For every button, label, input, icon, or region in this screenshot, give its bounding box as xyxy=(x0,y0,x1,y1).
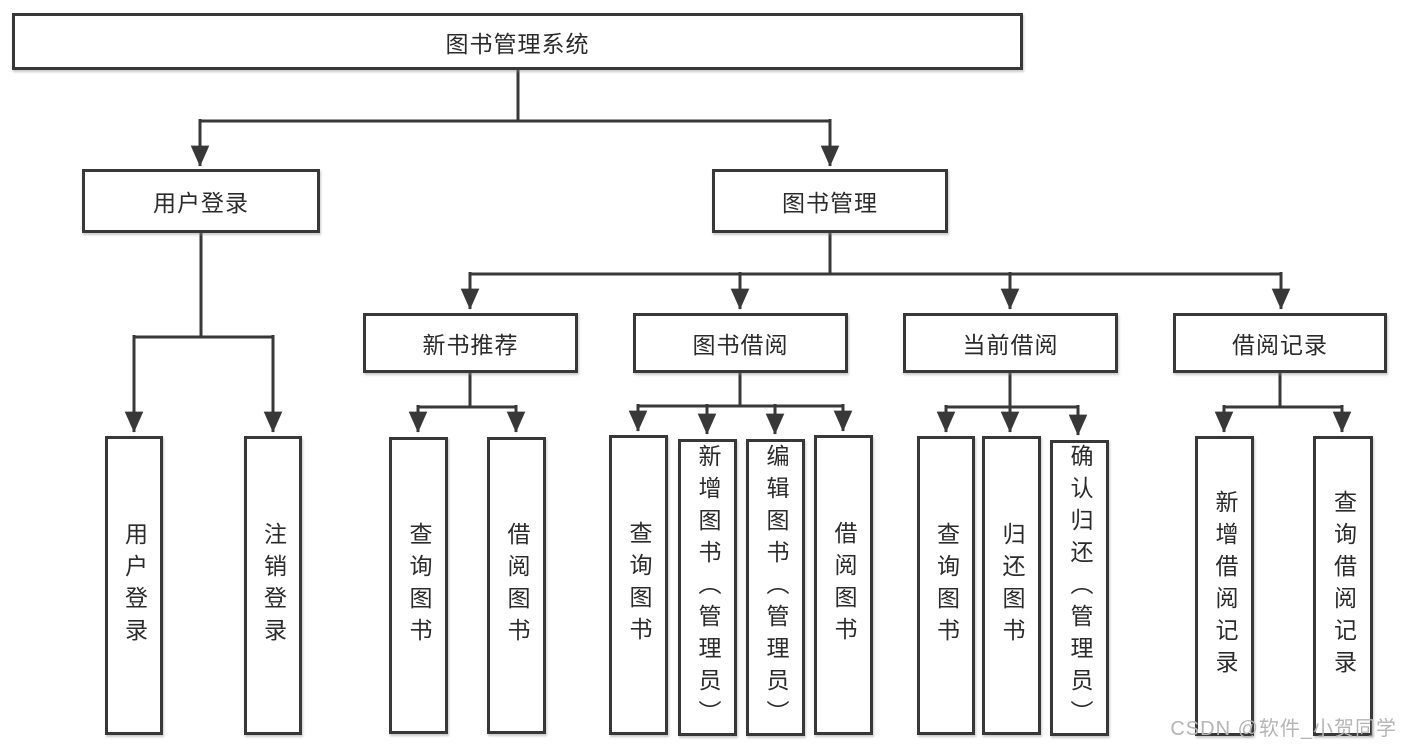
leaf-add-borrow-record: 新增借阅记录 xyxy=(1195,436,1254,736)
node-current-borrowing: 当前借阅 xyxy=(903,313,1118,373)
leaf-add-books-admin: 新增图书（管理员） xyxy=(678,439,737,736)
node-label: 借阅记录 xyxy=(1232,332,1328,358)
node-label: 用户登录 xyxy=(153,190,249,216)
node-book-borrowing: 图书借阅 xyxy=(633,313,848,373)
leaf-query-books-recommend: 查询图书 xyxy=(389,437,448,734)
node-library-management-system: 图书管理系统 xyxy=(12,13,1023,70)
node-label: 新增借阅记录 xyxy=(1212,490,1238,682)
node-label: 新增图书（管理员） xyxy=(695,443,721,732)
leaf-edit-books-admin: 编辑图书（管理员） xyxy=(746,439,805,736)
node-label: 查询图书 xyxy=(626,521,652,649)
leaf-logout: 注销登录 xyxy=(244,436,302,735)
leaf-query-books-current: 查询图书 xyxy=(917,436,975,735)
node-label: 图书管理 xyxy=(782,190,878,216)
node-label: 编辑图书（管理员） xyxy=(763,443,789,732)
node-label: 查询图书 xyxy=(933,521,960,650)
node-label: 新书推荐 xyxy=(422,332,519,358)
leaf-borrow-books: 借阅图书 xyxy=(814,435,873,735)
node-label: 借阅图书 xyxy=(504,521,530,650)
node-label: 归还图书 xyxy=(999,521,1025,650)
node-book-management: 图书管理 xyxy=(712,169,948,233)
leaf-confirm-return-admin: 确认归还（管理员） xyxy=(1050,440,1109,736)
node-label: 查询借阅记录 xyxy=(1330,490,1357,682)
node-new-book-recommendation: 新书推荐 xyxy=(363,313,578,373)
node-label: 查询图书 xyxy=(406,521,432,650)
node-label: 用户登录 xyxy=(121,521,148,650)
node-label: 确认归还（管理员） xyxy=(1067,444,1093,732)
node-label: 图书借阅 xyxy=(692,332,789,358)
node-user-login: 用户登录 xyxy=(82,169,320,233)
node-borrowing-records: 借阅记录 xyxy=(1173,313,1387,373)
node-label: 借阅图书 xyxy=(831,521,857,649)
csdn-watermark: CSDN @软件_小贺同学 xyxy=(1170,718,1397,740)
node-label: 图书管理系统 xyxy=(445,30,590,57)
leaf-query-books-borrow: 查询图书 xyxy=(609,435,668,735)
node-label: 注销登录 xyxy=(260,521,287,650)
node-label: 当前借阅 xyxy=(962,332,1059,358)
leaf-return-books: 归还图书 xyxy=(982,436,1041,735)
leaf-user-login: 用户登录 xyxy=(105,436,163,735)
leaf-query-borrow-record: 查询借阅记录 xyxy=(1313,436,1373,736)
leaf-borrow-books-recommend: 借阅图书 xyxy=(487,437,546,734)
